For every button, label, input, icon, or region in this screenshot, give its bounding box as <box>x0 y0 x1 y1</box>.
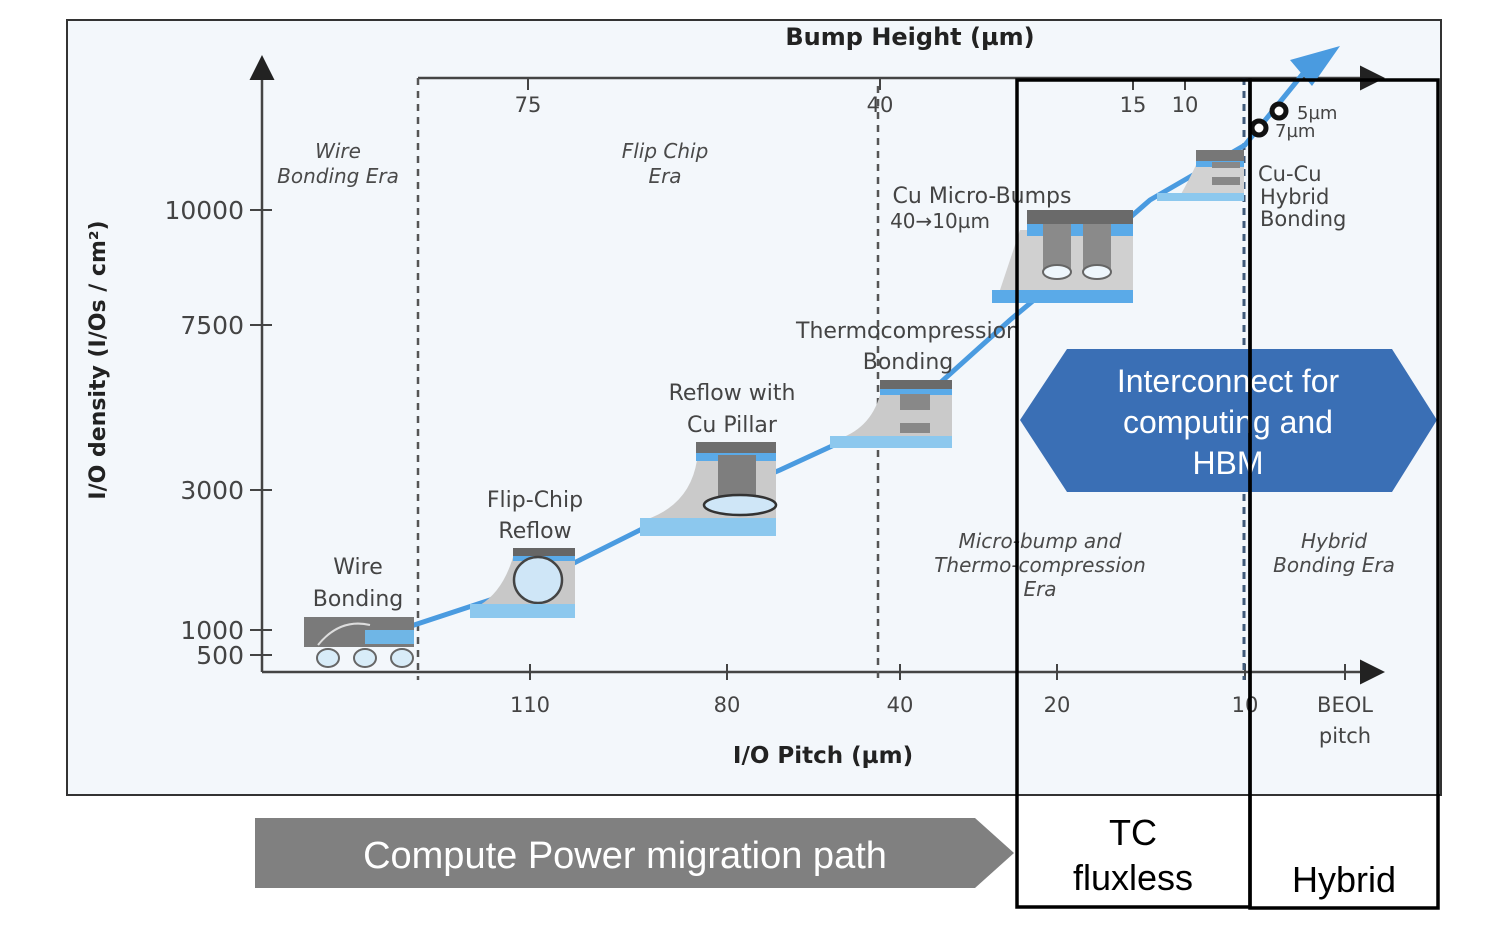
tech-label-pillar-1: Reflow with <box>669 381 796 406</box>
hybrid-bonding-illustration <box>1157 150 1244 201</box>
thermocompression-illustration <box>830 380 952 448</box>
tc-box-label-2: fluxless <box>1073 857 1193 898</box>
callout-line-2: computing and <box>1123 404 1333 440</box>
callout-line-3: HBM <box>1192 445 1263 481</box>
point-label-7um: 7µm <box>1275 121 1315 142</box>
top-tick-label: 75 <box>515 93 542 117</box>
migration-arrow-label: Compute Power migration path <box>363 835 887 877</box>
cu-micro-bumps-illustration <box>992 210 1133 303</box>
tech-label-microbump-2: 40→10µm <box>890 209 990 233</box>
hybrid-box <box>1248 78 1440 910</box>
tech-label-tc-2: Bonding <box>863 350 953 375</box>
x-tick-label: 20 <box>1044 693 1071 717</box>
x-tick-label: 110 <box>510 693 550 717</box>
era-label-tc-1: Micro-bump and <box>958 529 1121 553</box>
tech-label-hybrid-3: Bonding <box>1260 207 1346 231</box>
y-tick-label: 1000 <box>180 616 244 645</box>
x-tick-label: 80 <box>714 693 741 717</box>
tech-label-flipchip-2: Reflow <box>498 519 571 544</box>
flip-chip-reflow-illustration <box>470 548 575 618</box>
tech-label-flipchip-1: Flip-Chip <box>487 488 583 513</box>
top-tick-label: 10 <box>1172 93 1199 117</box>
point-label-5um: 5µm <box>1297 103 1337 124</box>
top-tick-label: 40 <box>867 93 894 117</box>
tc-box-label-1: TC <box>1109 812 1157 853</box>
y-tick-label: 500 <box>196 641 244 670</box>
y-tick-label: 3000 <box>180 476 244 505</box>
tech-label-pillar-2: Cu Pillar <box>687 413 778 438</box>
x-axis-label: I/O Pitch (µm) <box>733 743 913 769</box>
tech-label-microbump-1: Cu Micro-Bumps <box>893 184 1072 209</box>
x-end-label-2: pitch <box>1319 724 1371 748</box>
cu-pillar-illustration <box>640 442 778 536</box>
tech-label-tc-1: Thermocompression <box>795 319 1020 344</box>
y-axis-label: I/O density (I/Os / cm²) <box>86 220 111 499</box>
top-tick-label: 15 <box>1120 93 1147 117</box>
point-7um <box>1249 118 1269 138</box>
trend-arrowhead <box>1290 46 1340 86</box>
tech-label-hybrid-2: Hybrid <box>1260 185 1329 209</box>
tech-label-hybrid-1: Cu-Cu <box>1258 162 1322 186</box>
era-label-hybrid-1: Hybrid <box>1301 529 1367 553</box>
era-label-wire-2: Bonding Era <box>277 164 399 188</box>
top-axis-title: Bump Height (µm) <box>785 23 1034 51</box>
hybrid-box-label: Hybrid <box>1292 859 1396 900</box>
era-label-wire-1: Wire <box>315 139 361 163</box>
era-label-hybrid-2: Bonding Era <box>1273 553 1395 577</box>
tech-label-wire-2: Bonding <box>313 587 403 612</box>
era-label-tc-3: Era <box>1023 577 1056 601</box>
point-5um <box>1269 101 1289 121</box>
interconnect-callout <box>1020 349 1437 492</box>
y-tick-label: 7500 <box>180 311 244 340</box>
era-label-tc-2: Thermo-compression <box>934 553 1146 577</box>
tech-label-wire-1: Wire <box>333 555 382 580</box>
wire-bonding-illustration <box>304 617 414 668</box>
x-tick-label: 10 <box>1232 693 1259 717</box>
era-label-flip-1: Flip Chip <box>622 139 709 163</box>
era-label-flip-2: Era <box>648 164 681 188</box>
x-tick-label: 40 <box>887 693 914 717</box>
migration-arrow <box>255 818 1014 888</box>
x-end-label-1: BEOL <box>1317 693 1373 717</box>
callout-line-1: Interconnect for <box>1117 363 1340 399</box>
y-tick-label: 10000 <box>164 196 244 225</box>
